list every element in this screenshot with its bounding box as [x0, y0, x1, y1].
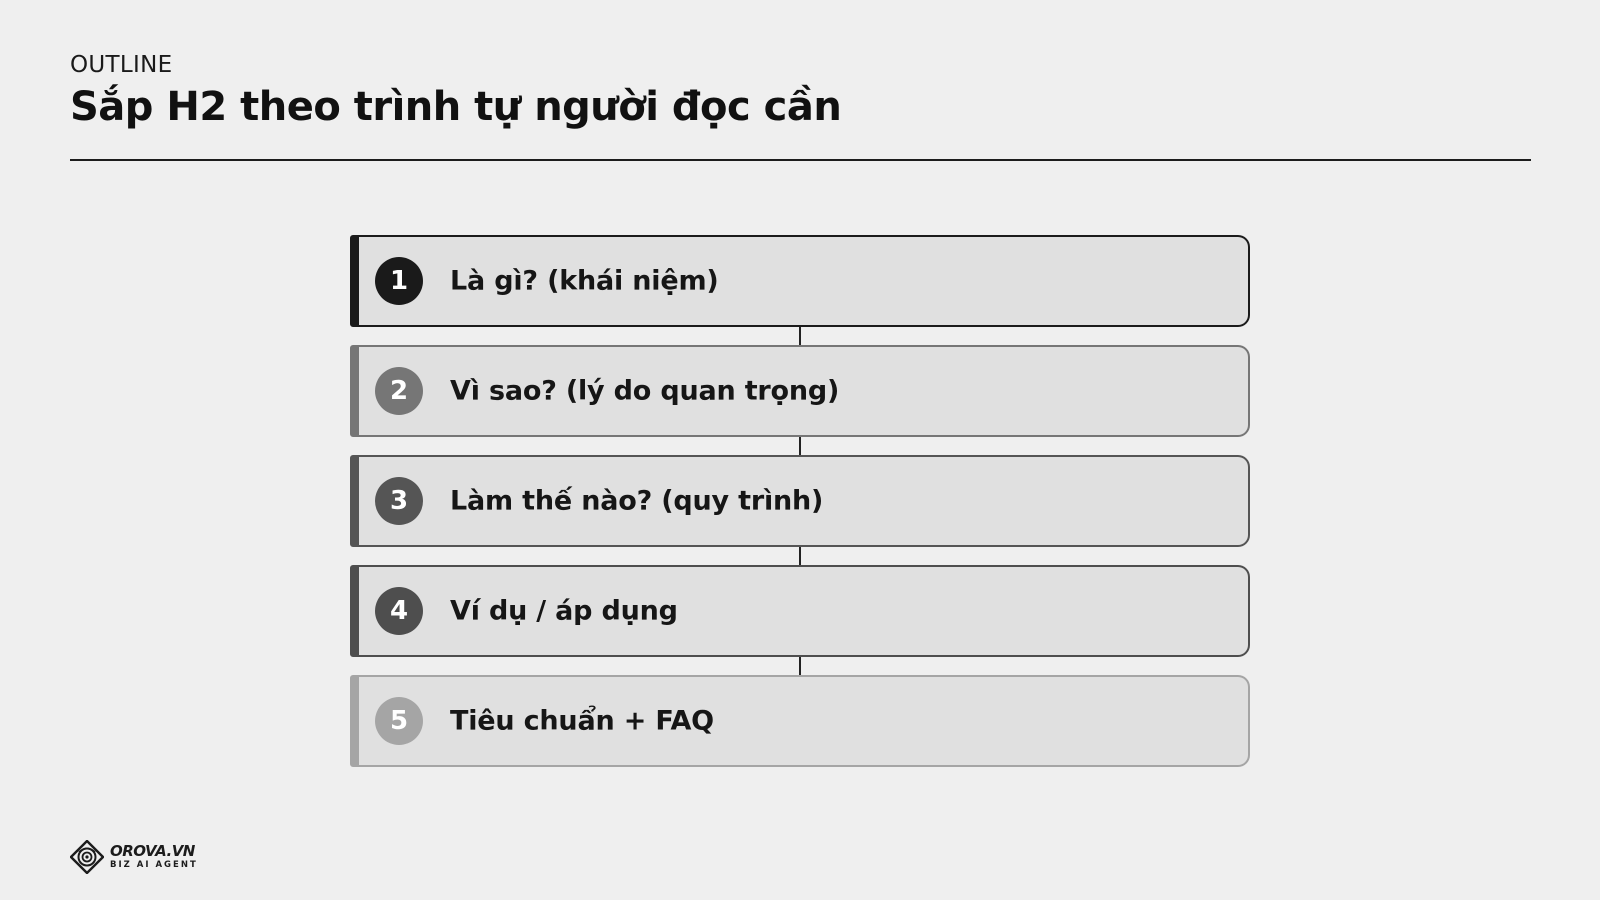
step-connector	[799, 437, 801, 455]
step-connector	[799, 547, 801, 565]
step-label: Là gì? (khái niệm)	[450, 265, 719, 297]
step-label: Ví dụ / áp dụng	[450, 595, 678, 627]
step-number-badge: 1	[375, 257, 423, 305]
step-number-badge: 2	[375, 367, 423, 415]
orova-logo-icon	[70, 840, 104, 874]
outline-step-3: 3 Làm thế nào? (quy trình)	[350, 455, 1250, 547]
outline-step-2: 2 Vì sao? (lý do quan trọng)	[350, 345, 1250, 437]
step-number-badge: 5	[375, 697, 423, 745]
step-connector	[799, 327, 801, 345]
brand-tagline: BIZ AI AGENT	[110, 860, 198, 871]
step-label: Tiêu chuẩn + FAQ	[450, 705, 714, 737]
step-connector	[799, 657, 801, 675]
page-title: Sắp H2 theo trình tự người đọc cần	[70, 84, 842, 130]
eyebrow-label: OUTLINE	[70, 52, 173, 78]
outline-step-4: 4 Ví dụ / áp dụng	[350, 565, 1250, 657]
step-label: Vì sao? (lý do quan trọng)	[450, 375, 840, 407]
step-number-badge: 4	[375, 587, 423, 635]
outline-steps: 1 Là gì? (khái niệm) 2 Vì sao? (lý do qu…	[350, 235, 1250, 767]
title-divider	[70, 159, 1531, 161]
step-number-badge: 3	[375, 477, 423, 525]
step-label: Làm thế nào? (quy trình)	[450, 485, 824, 517]
outline-step-5: 5 Tiêu chuẩn + FAQ	[350, 675, 1250, 767]
brand-name: OROVA.VN	[110, 842, 195, 861]
outline-step-1: 1 Là gì? (khái niệm)	[350, 235, 1250, 327]
brand-logo: OROVA.VN BIZ AI AGENT	[70, 840, 198, 874]
